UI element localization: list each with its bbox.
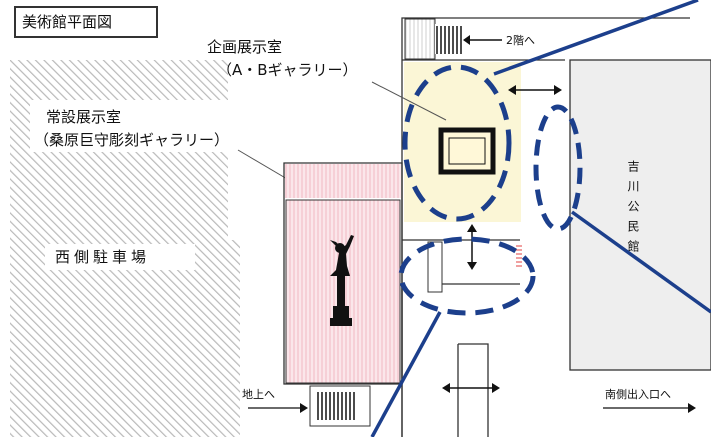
stairs-to-ground [309, 385, 371, 427]
to-ground-label: 地上へ [242, 388, 275, 401]
special-room-label: 企画展示室 （A・Bギャラリー） [207, 38, 358, 79]
svg-text:美術館平面図: 美術館平面図 [22, 13, 112, 31]
display-case [438, 127, 496, 175]
pillar [427, 241, 443, 293]
svg-text:（A・Bギャラリー）: （A・Bギャラリー） [217, 61, 358, 79]
community-hall: 吉川公民館 [569, 59, 711, 371]
highlight-overlay [370, 0, 711, 437]
map-title: 美術館平面図 [14, 6, 158, 38]
south-entrance-label: 南側出入口へ [605, 387, 671, 401]
svg-text:（桑原巨守彫刻ギャラリー）: （桑原巨守彫刻ギャラリー） [34, 131, 229, 149]
svg-text:企画展示室: 企画展示室 [207, 38, 282, 56]
special-leader-line [371, 81, 447, 121]
to-second-floor-label: 2階へ [506, 33, 535, 47]
permanent-room-top [285, 164, 401, 198]
passage-arrows [442, 85, 562, 393]
svg-text:吉川公民館: 吉川公民館 [626, 160, 640, 260]
permanent-room-label: 常設展示室 （桑原巨守彫刻ギャラリー） [30, 100, 280, 152]
lower-corridor [457, 343, 489, 437]
west-parking-area: 西側駐車場 [10, 60, 240, 437]
red-stair-mark [516, 245, 522, 267]
stairs-to-second-floor [404, 18, 502, 60]
sculpture-silhouette [330, 235, 354, 326]
west-parking-label: 西側駐車場 [55, 248, 150, 266]
svg-text:常設展示室: 常設展示室 [46, 108, 121, 126]
